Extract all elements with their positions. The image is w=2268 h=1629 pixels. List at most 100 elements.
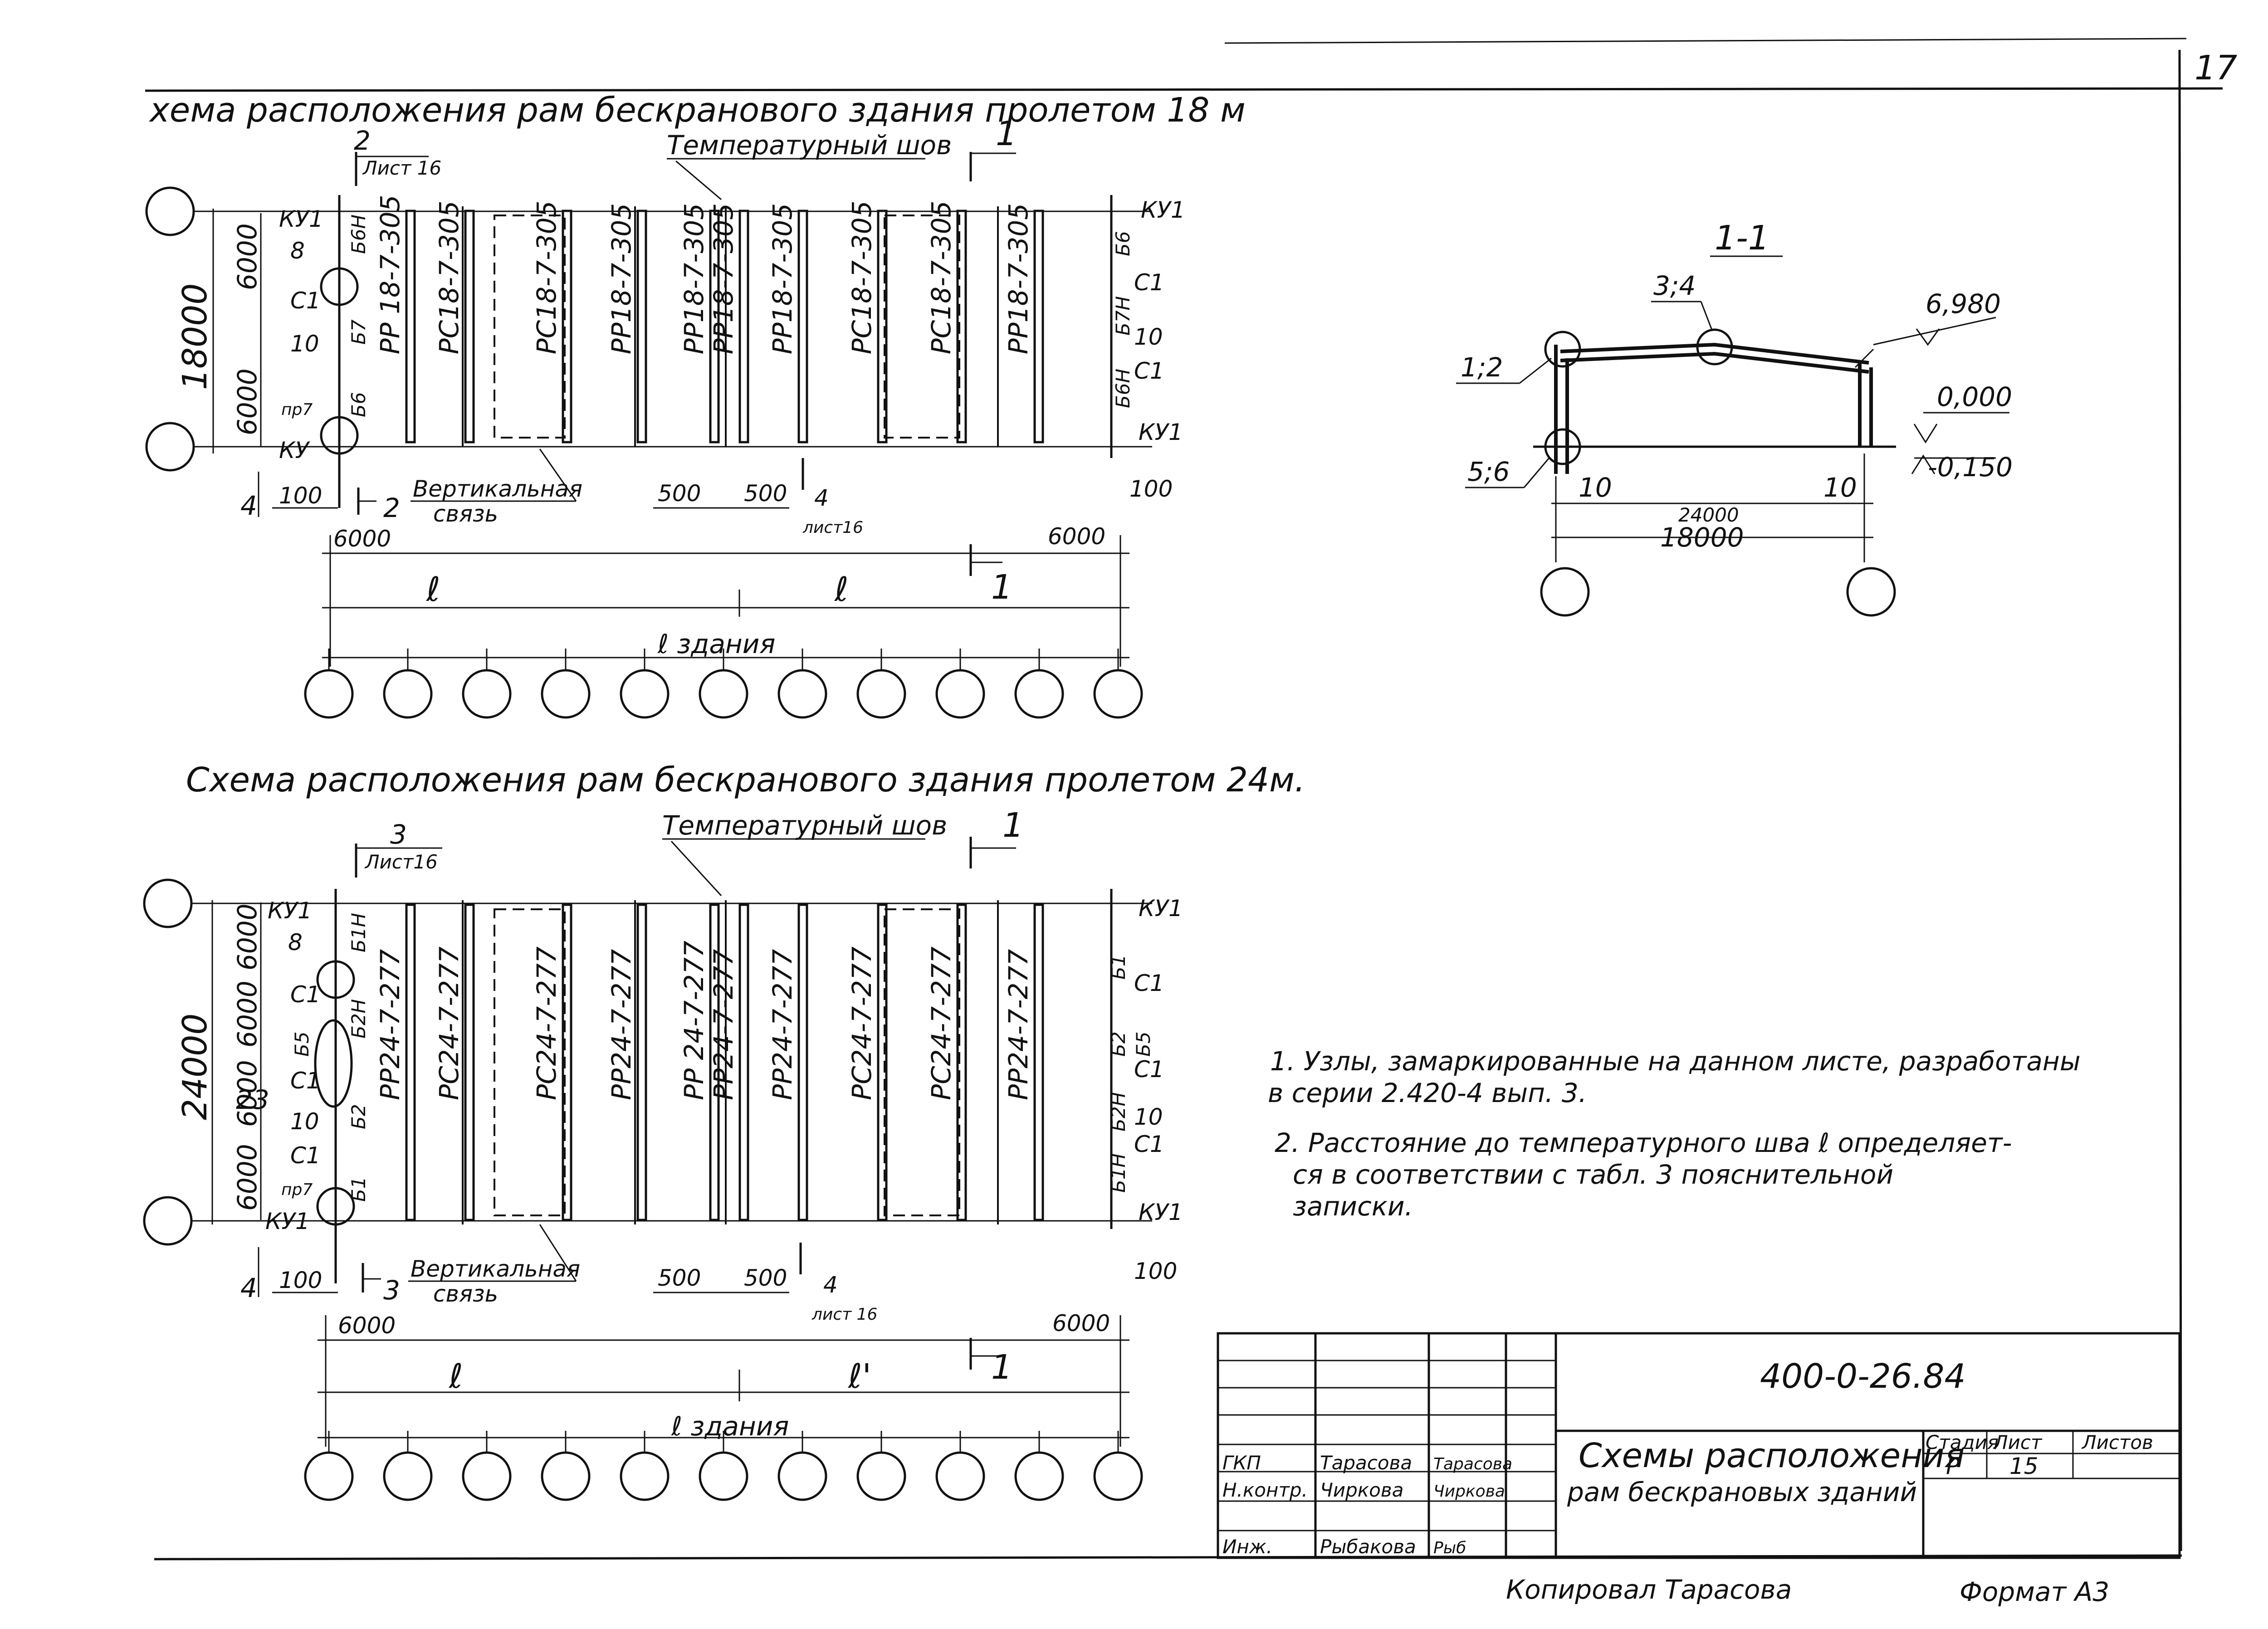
ref24-4-num: 4 [823,1272,838,1298]
title-block: 400-0-26.84 Схемы расположения рам бескр… [1217,1332,2181,1559]
left-dim-6000-2: 6000 [232,980,263,1048]
vertical-brace-label: Вертикальная [413,476,582,502]
dim24-6000-right: 6000 [1052,1310,1110,1336]
sheet-corner-number: 17 [2195,49,2237,88]
dim24-500-a: 500 [658,1265,701,1291]
scheme-24-title: Схема расположения рам бескранового здан… [186,761,1305,800]
bottom-axis-circles-18 [304,649,1143,719]
dim24-l-building: ℓ здания [671,1411,789,1442]
label24-10: 10 [290,1108,319,1135]
section-title: 1-1 [1715,219,1769,258]
footer: Копировал Тарасова Формат А3 [1506,1574,2109,1607]
label24-c1-a: С1 [290,981,321,1008]
section-elev-minus: -0,150 [1928,452,2013,483]
span-18000-dim: 18000 [176,283,215,390]
dim-6000-right: 6000 [1048,523,1105,550]
section-node-34-label: 3;4 [1653,270,1696,301]
s24-axis-circle-2 [383,1451,433,1501]
dim-l-right: ℓ [834,570,849,609]
s18-frame-10 [1033,210,1044,444]
right24-b1: Б1 [1107,954,1129,980]
right24-b5: Б5 [1132,1031,1154,1057]
left-node-labels: КУ1 8 С1 10 пр7 КУ Б6Н Б7 Б6 [279,206,370,463]
s24-axis-circle-10 [1014,1451,1064,1501]
s18-frame-label-2: РС18-7-305 [434,200,464,354]
axis-circle-row-a [145,186,195,236]
right24-b1n: Б1Н [1107,1153,1129,1193]
ref-3-num: 3 [390,819,407,850]
row-sign-gkp: Тарасова [1433,1455,1512,1473]
s24-frame-label-3: РС24-7-277 [531,946,562,1100]
left-node-labels-24: КУ1 8 С1 Б5 С1 23 10 С1 пр7 КУ1 Б1Н Б2Н … [236,897,370,1234]
s18-axis-circle-2 [383,669,433,719]
ref-2-sheet: Лист 16 [362,157,441,179]
s18-frame-label-4: РР18-7-305 [606,203,637,354]
s18-axis-circle-8 [856,669,906,719]
s24-frame-label-8: РС24-7-277 [846,946,877,1100]
label24-np7: пр7 [281,1180,313,1199]
s24-frame-label-7: РР24-7-277 [767,949,798,1100]
right24-ku1-top: КУ1 [1139,895,1183,922]
label24-ku1-top: КУ1 [268,897,312,924]
dim24-6000-left: 6000 [338,1312,396,1339]
section-axis-right [1846,567,1896,617]
stage-value: Р [1946,1453,1960,1479]
vertical-brace-label-24-2: связь [433,1281,498,1307]
s18-frame-9 [956,210,967,444]
vertical-brace-label-2: связь [433,501,498,527]
row-name-gkp: Тарасова [1320,1452,1412,1474]
s18-frame-label-3: РС18-7-305 [531,200,562,354]
right24-ku1-bottom: КУ1 [1139,1199,1183,1225]
label-c1: С1 [290,288,321,314]
dim24-100-left: 100 [279,1267,322,1293]
s24-frame-10 [1033,903,1044,1221]
label24-8: 8 [288,929,303,956]
right-node-labels-24: КУ1 Б1 С1 Б2 Б5 С1 Б2Н 10 С1 Б1Н КУ1 [1107,895,1183,1225]
s24-frame-label-1: РР24-7-277 [375,949,406,1100]
vertical-brace-label-24: Вертикальная [411,1256,580,1282]
s18-frame-3 [562,210,572,444]
section-dim-24000: 24000 [1678,504,1739,526]
right-label-c1-a: С1 [1134,269,1164,296]
s18-frame-label-6: РР18-7-305 [708,203,739,354]
ref-2-bottom: 2 [383,493,400,523]
bottom-axis-circles-24 [304,1431,1143,1501]
left-dim-6000-3: 6000 [232,1060,263,1127]
s18-frame-5 [709,210,720,444]
section-dim-10-left: 10 [1579,472,1612,503]
ref-4-sheet: лист16 [802,518,863,537]
note-2-end: записки. [1293,1191,1413,1222]
s18-frame-label-5: РР18-7-305 [679,203,709,354]
section-mark-1-bottom: 1 [991,568,1012,607]
right24-c1-c: С1 [1134,1131,1164,1157]
s24-frame-6 [738,903,749,1221]
right24-b2n: Б2Н [1107,1092,1129,1132]
dim-500-a: 500 [658,480,701,507]
ref-3-bottom: 3 [383,1275,400,1306]
right-label-b6: Б6 [1112,231,1134,256]
s24-axis-circle-5 [620,1451,670,1501]
row-name-nkontr: Чиркова [1320,1479,1403,1501]
s18-brace-rect-2 [884,215,960,439]
scheme-18m: хема расположения рам бескранового здани… [145,91,1246,719]
label24-23: 23 [236,1084,269,1115]
s18-frame-4 [636,210,647,444]
s18-axis-circle-3 [462,669,512,719]
s24-axis-circle-8 [856,1451,906,1501]
span-24000-dim: 24000 [176,1014,215,1120]
ref-4-num: 4 [814,485,829,511]
right-label-b6n: Б6Н [1112,369,1134,408]
section-node-34 [1696,328,1733,366]
s24-frame-1 [405,903,416,1221]
label24-b5: Б5 [291,1031,313,1057]
format-label: Формат А3 [1960,1576,2109,1607]
dim-4: 4 [240,490,257,521]
s24-frame-3 [562,903,572,1221]
row-sign-inzh: Рыб [1433,1539,1466,1557]
stage-label: Стадия [1926,1431,1999,1453]
scheme-24m: Схема расположения рам бескранового здан… [143,761,1305,1501]
note-1: 1. Узлы, замаркированные на данном листе… [1270,1046,2081,1077]
s18-frame-label-7: РР18-7-305 [767,203,798,354]
section-dim-10-right: 10 [1823,472,1857,503]
s24-axis-circle-4 [541,1451,591,1501]
